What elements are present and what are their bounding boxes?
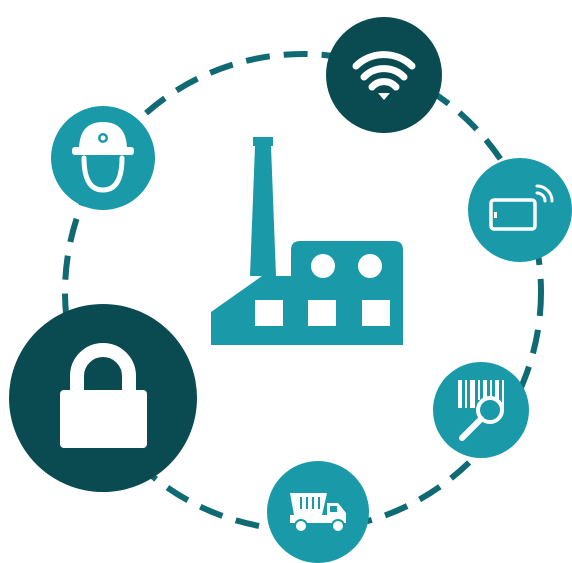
wifi-icon xyxy=(352,51,416,91)
barcode-node xyxy=(433,362,529,458)
security-node xyxy=(9,304,197,492)
dashed-ring xyxy=(62,51,544,533)
truck-node xyxy=(267,461,369,563)
safety-helmet-worker-icon xyxy=(72,122,134,193)
factory-windows xyxy=(255,254,390,326)
tablet-wireless-icon xyxy=(489,184,554,231)
barcode-search-icon xyxy=(458,380,504,441)
wifi-dot-icon xyxy=(378,93,390,100)
safety-node xyxy=(51,106,155,210)
tablet-node xyxy=(468,158,572,262)
dump-truck-icon xyxy=(290,493,346,533)
padlock-icon xyxy=(60,343,147,448)
wireless-node xyxy=(326,17,442,133)
